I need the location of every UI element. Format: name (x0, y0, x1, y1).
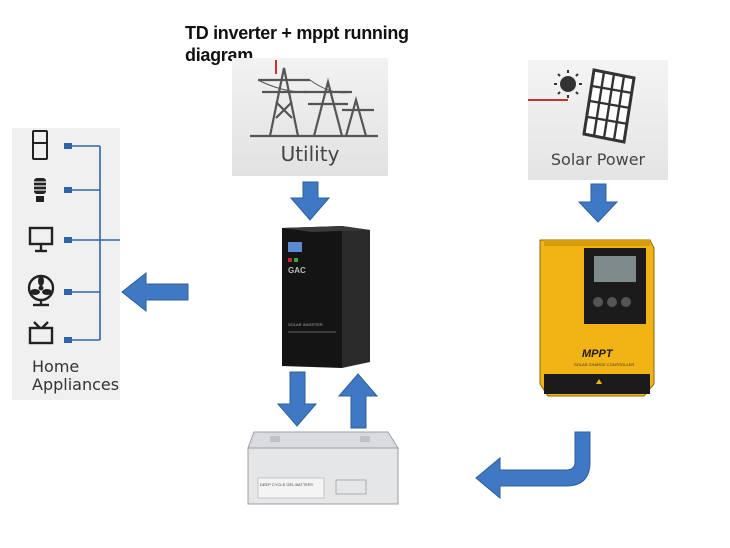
home-label-line1: Home (32, 357, 80, 376)
utility-label: Utility (280, 142, 340, 166)
arrow-inverter-to-battery (276, 371, 318, 427)
utility-panel: Utility (232, 58, 388, 176)
mppt-controller: MPPT SOLAR CHARGE CONTROLLER (538, 234, 656, 398)
battery-graphic (247, 431, 399, 505)
light-bulb-icon (34, 178, 46, 202)
home-appliances-label: Home Appliances (32, 358, 122, 394)
home-appliances-panel: Home Appliances (12, 128, 120, 400)
arrow-solar-to-mppt (577, 183, 619, 223)
fridge-icon (32, 130, 48, 160)
home-label-line2: Appliances (32, 375, 120, 394)
arrow-mppt-to-battery (475, 431, 591, 500)
arrow-utility-to-inverter (289, 181, 331, 221)
arrow-battery-to-inverter (337, 373, 379, 429)
computer-icon (28, 226, 54, 253)
battery-label: DEEP CYCLE GEL BATTERY (260, 482, 314, 487)
gel-battery: DEEP CYCLE GEL BATTERY (240, 428, 400, 506)
solar-panel-icon (528, 68, 636, 144)
power-tower-icon (250, 60, 378, 138)
mppt-name: MPPT (582, 348, 613, 360)
sun-icon (554, 70, 582, 98)
inverter-panel-text: SOLAR INVERTER (288, 322, 323, 327)
mppt-body-graphic (539, 239, 655, 397)
arrow-inverter-to-home (121, 271, 189, 313)
appliance-wiring (27, 130, 120, 345)
solar-inverter: GAC SOLAR INVERTER (272, 220, 378, 370)
solar-power-panel: Solar Power (528, 60, 668, 180)
mppt-subtitle: SOLAR CHARGE CONTROLLER (574, 362, 635, 367)
inverter-cabinet-graphic (282, 226, 370, 368)
inverter-brand: GAC (288, 266, 306, 275)
tv-icon (28, 321, 54, 345)
solar-power-label: Solar Power (550, 150, 646, 169)
diagram-title-line1: TD inverter + mppt running (185, 23, 409, 43)
